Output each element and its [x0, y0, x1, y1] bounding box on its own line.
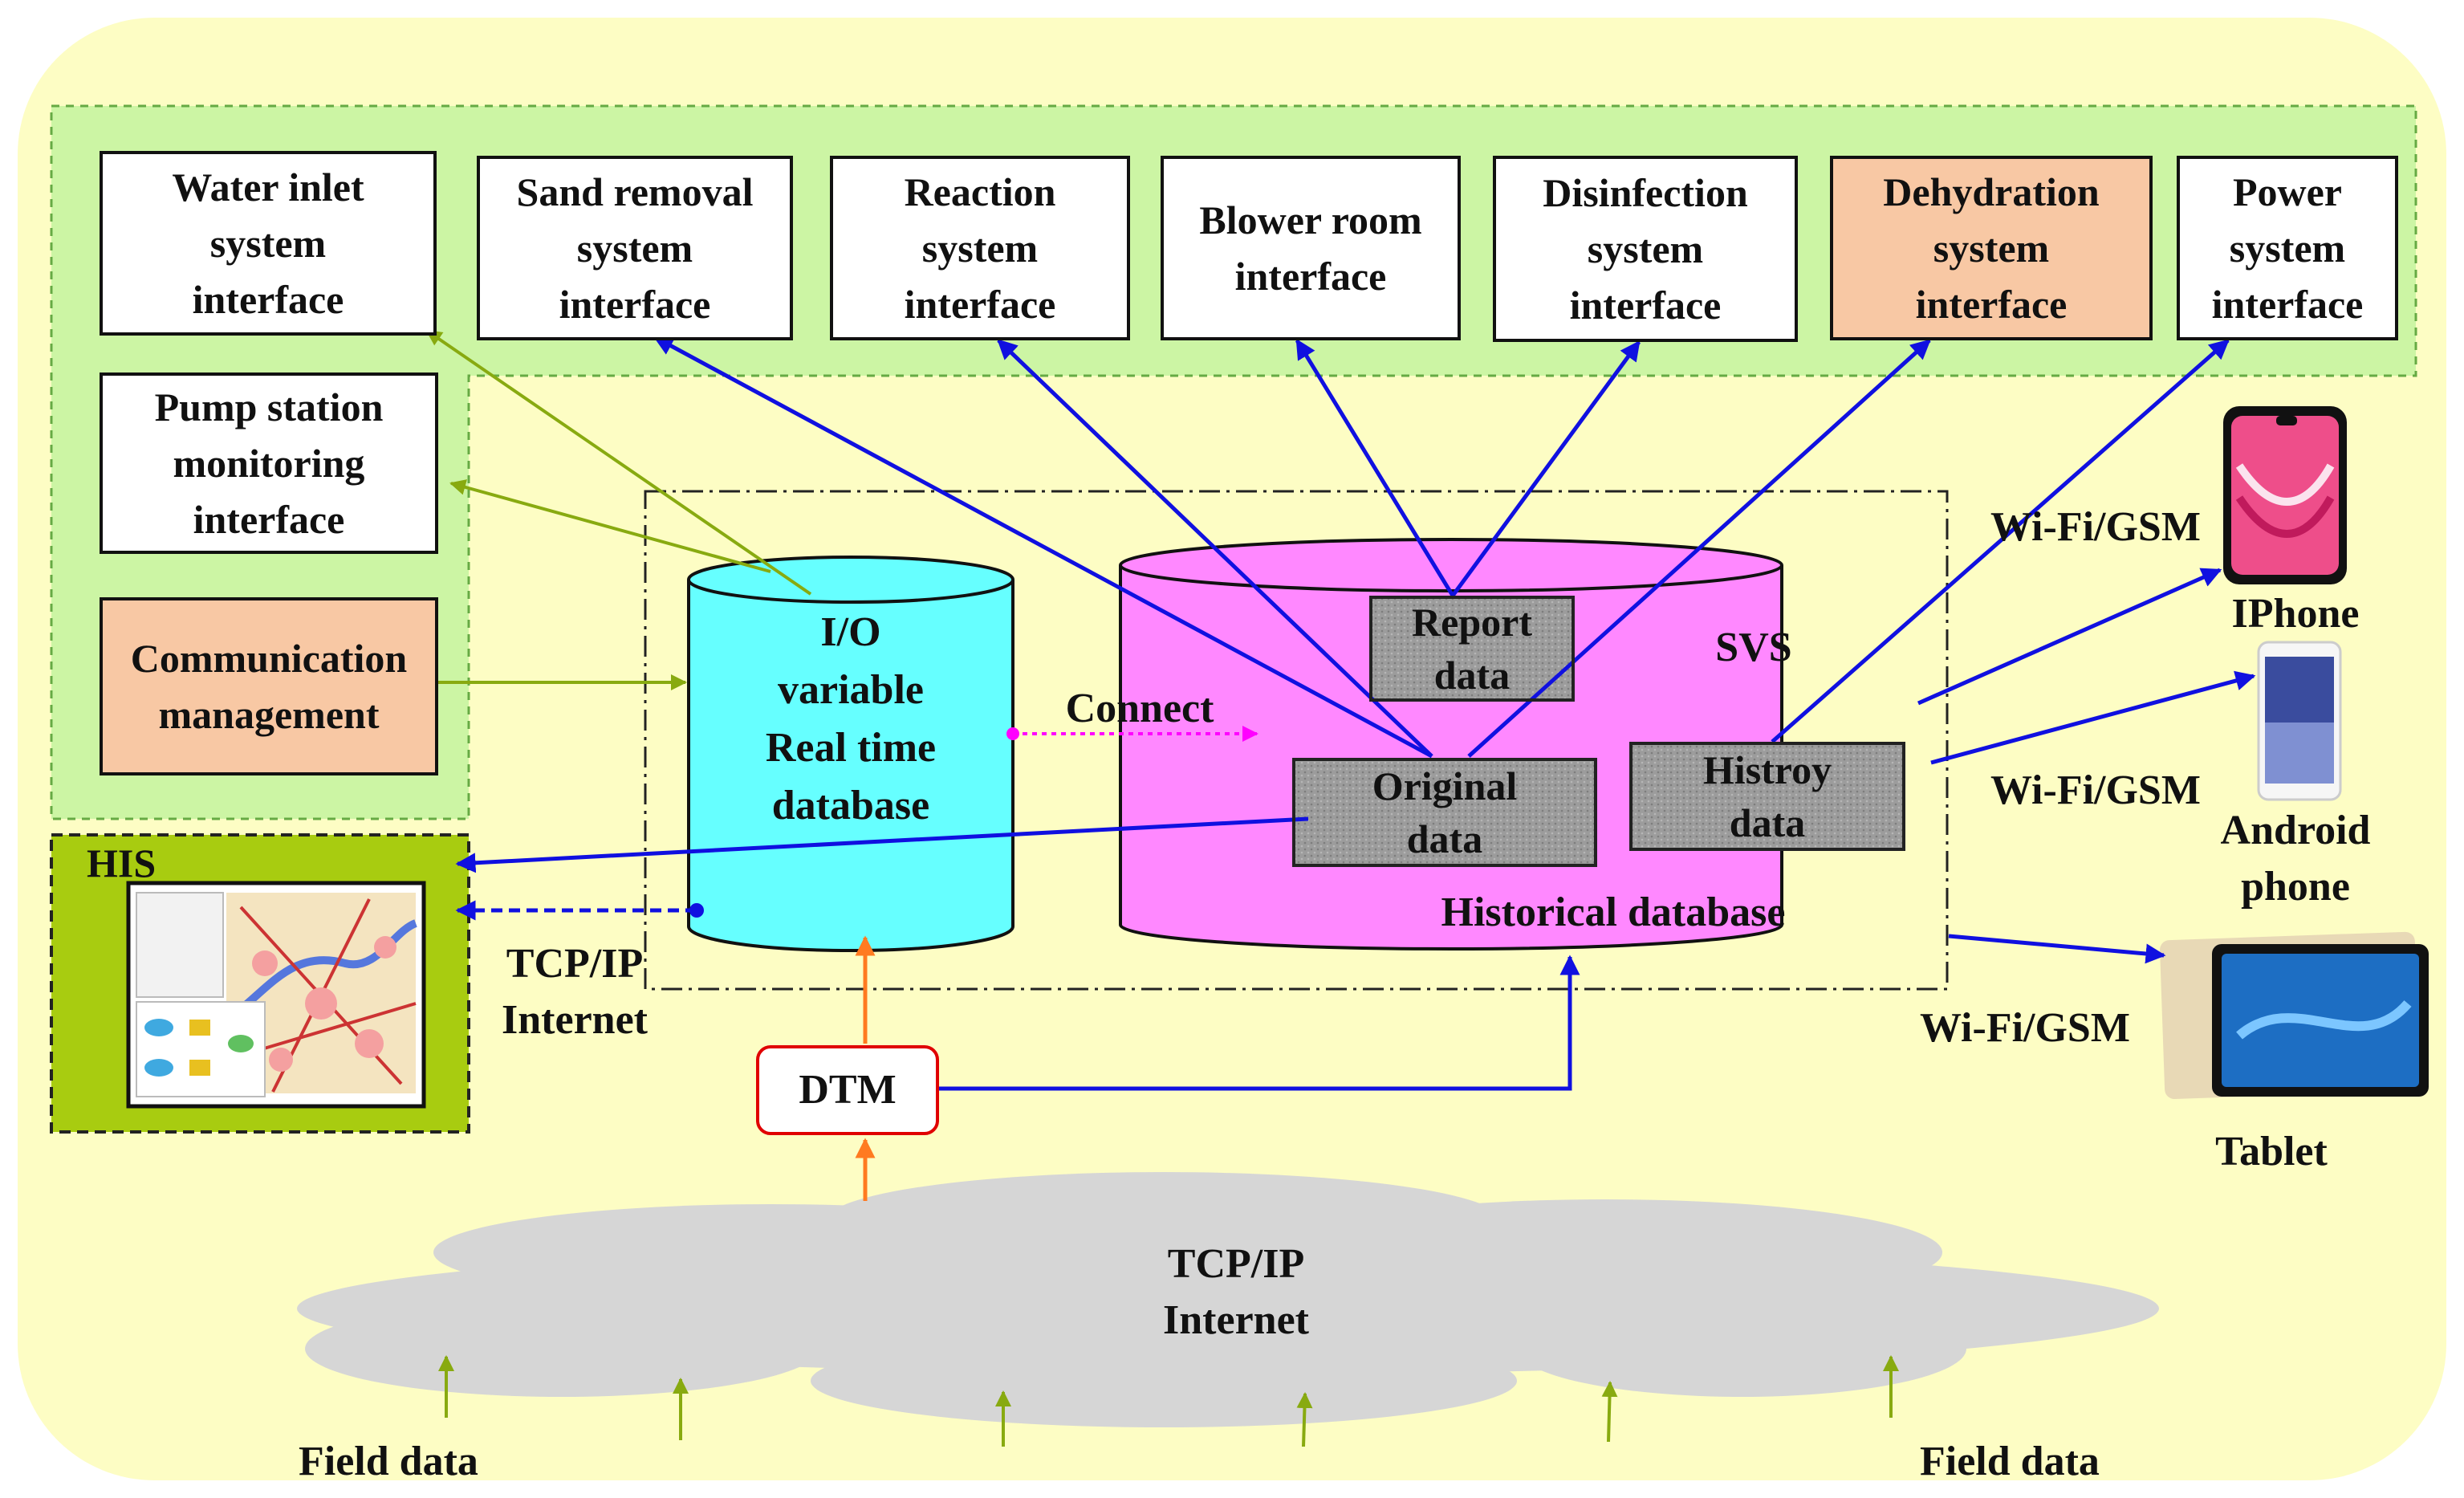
communication-management-box: Communication management	[100, 597, 438, 775]
arrow-io-to-pump-station	[449, 479, 771, 573]
his-flow-node	[228, 1035, 254, 1052]
his-flow-node	[189, 1020, 210, 1036]
iphone-label: IPhone	[2231, 591, 2360, 637]
water-inlet-interface-box: Water inlet system interface	[100, 151, 437, 336]
his-map-spot	[269, 1048, 293, 1072]
iphone-image	[2223, 406, 2347, 584]
disinfection-interface-box: Disinfection system interface	[1493, 156, 1798, 342]
arrow-svs-to-tablet	[1948, 934, 2166, 964]
original-data-box: Original data	[1292, 758, 1597, 867]
field-data-arrow	[1296, 1392, 1313, 1447]
arrow-report-to-blower	[1295, 338, 1455, 597]
android-phone-image	[2257, 641, 2342, 801]
field-data-right-label: Field data	[1920, 1439, 2100, 1484]
history-data-fill	[1629, 742, 1905, 851]
his-map-spot	[305, 987, 337, 1020]
original-data-fill	[1292, 758, 1597, 867]
field-data-left-label: Field data	[299, 1439, 478, 1484]
io-database-cylinder	[687, 556, 1014, 952]
arrow-svs-to-iphone	[1917, 568, 2222, 706]
his-flow-node	[144, 1019, 173, 1036]
svs-title: SVS	[1715, 625, 1792, 670]
historical-database-label: Historical database	[1441, 889, 1786, 935]
dehydration-interface-box: Dehydration system interface	[1830, 156, 2153, 340]
io-his-connector-dot	[689, 903, 704, 918]
connect-label: Connect	[1065, 686, 1214, 731]
wifi-gsm-label-tablet: Wi-Fi/GSM	[1920, 1005, 2130, 1051]
arrow-io-to-water-inlet	[425, 329, 812, 596]
history-data-box: Histroy data	[1629, 742, 1905, 851]
cloud-label: TCP/IP Internet	[1163, 1241, 1309, 1343]
internet-cloud	[297, 1172, 2159, 1427]
blower-room-interface-box: Blower room interface	[1161, 156, 1461, 340]
arrow-report-to-disinfection	[1450, 340, 1641, 597]
arrow-original-to-reaction	[997, 339, 1433, 758]
dtm-box: DTM	[756, 1045, 939, 1135]
arrow-history-to-power	[1771, 339, 2230, 743]
power-interface-box: Power system interface	[2177, 156, 2398, 340]
his-map-spot	[252, 950, 278, 976]
report-data-fill	[1369, 596, 1575, 702]
android-phone-label: Android phone	[2220, 808, 2371, 910]
his-tree-panel	[136, 892, 224, 998]
arrow-original-to-dehydration	[1467, 339, 1931, 758]
field-data-arrow	[1601, 1381, 1618, 1443]
his-flow-node	[189, 1060, 210, 1076]
his-map-spot	[355, 1029, 384, 1058]
arrow-original-to-sand-removal	[653, 335, 1433, 759]
svs-frame	[644, 490, 1949, 991]
his-map-spot	[374, 936, 396, 959]
pump-station-interface-box: Pump station monitoring interface	[100, 372, 438, 554]
report-data-box: Report data	[1369, 596, 1575, 702]
his-flow-node	[144, 1059, 173, 1077]
arrow-dtm-to-historical-db	[939, 955, 1580, 1091]
his-title: HIS	[87, 841, 157, 885]
tcp-ip-internet-label: TCP/IP Internet	[502, 941, 648, 1043]
tablet-label: Tablet	[2215, 1129, 2328, 1174]
arrow-original-to-his	[455, 816, 1309, 873]
arrow-svs-to-android	[1930, 670, 2256, 765]
connect-dot	[1006, 727, 1019, 740]
reaction-interface-box: Reaction system interface	[830, 156, 1130, 340]
tablet-image	[2160, 931, 2429, 1099]
wifi-gsm-label-android: Wi-Fi/GSM	[1990, 767, 2201, 813]
sand-removal-interface-box: Sand removal system interface	[477, 156, 793, 340]
io-database-label: I/O variable Real time database	[765, 609, 937, 828]
his-map-river	[224, 919, 418, 1024]
wifi-gsm-label-iphone: Wi-Fi/GSM	[1990, 504, 2201, 550]
